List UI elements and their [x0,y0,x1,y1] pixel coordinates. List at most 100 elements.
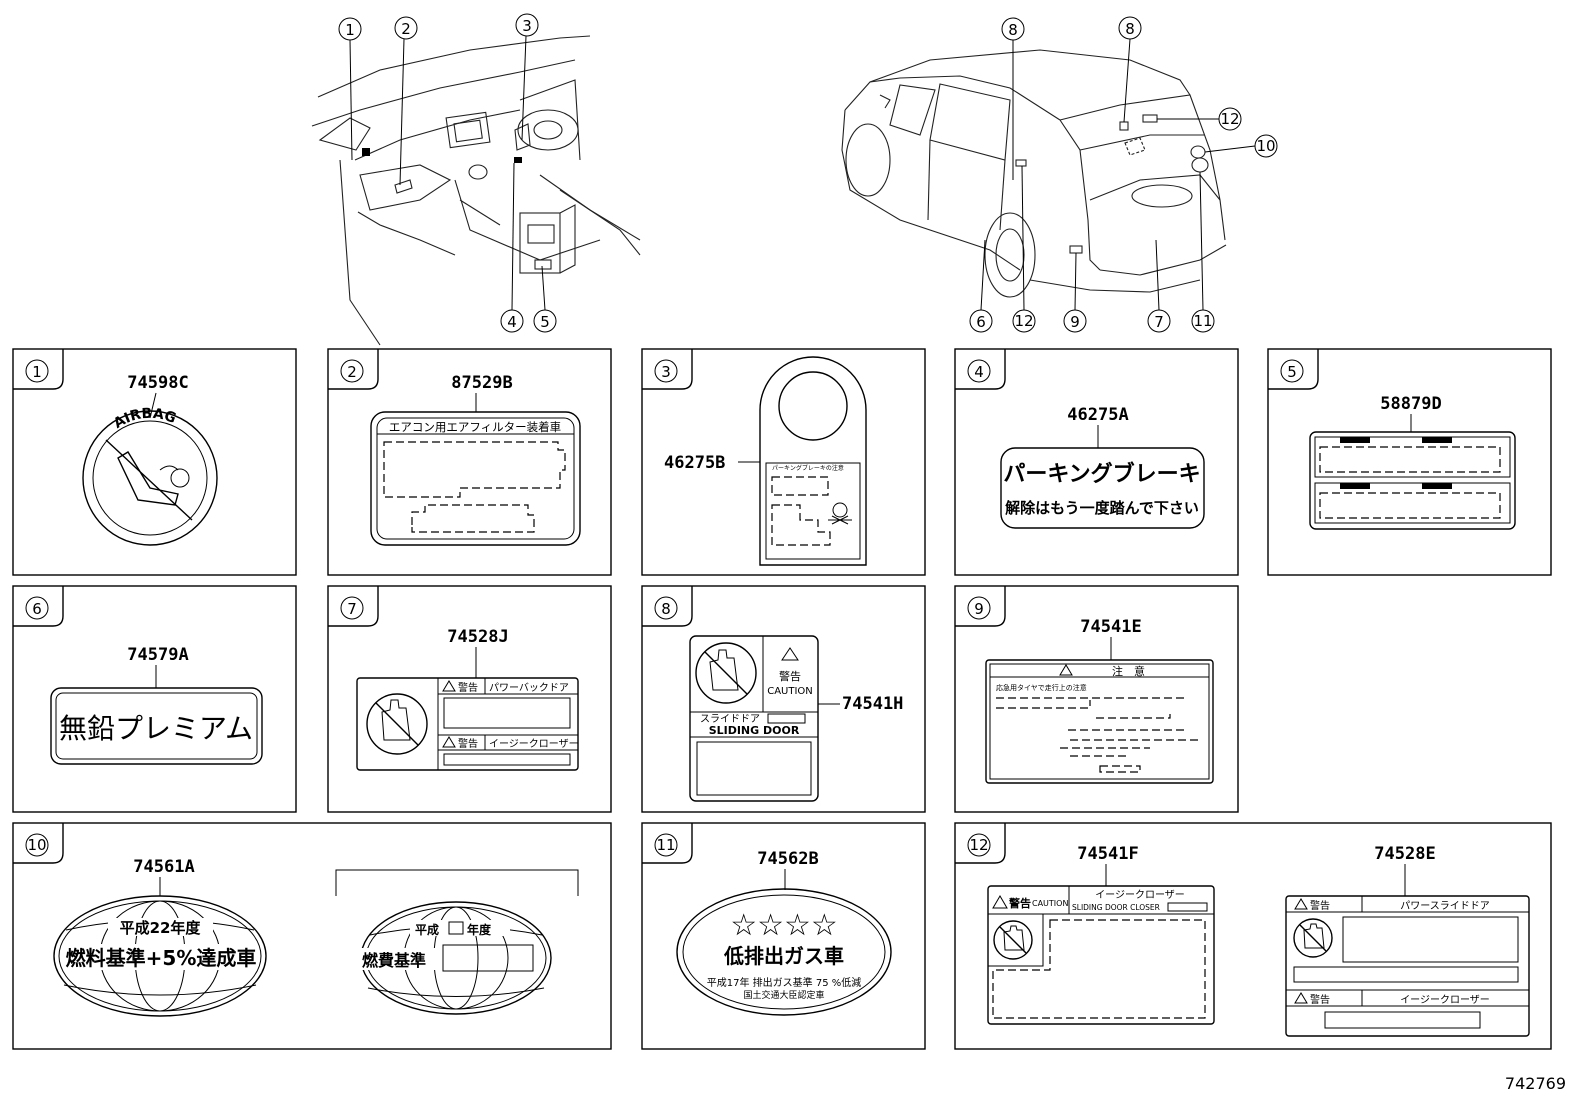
svg-text:74579A: 74579A [127,645,188,665]
panel-7-backdoor-label: 74528J 警告 パワーバックドア 警告 イージークローザー [356,627,579,771]
panel-4-parking-brake-label: 46275A パーキングブレーキ 解除はもう一度踏んで下さい [1000,405,1205,529]
svg-text:AIRBAG: AIRBAG [111,406,178,432]
svg-text:警告: 警告 [458,681,478,694]
svg-text:イージークローザー: イージークローザー [1095,889,1185,901]
panel-6-premium-label: 74579A 無鉛プレミアム [50,645,263,765]
svg-text:74541E: 74541E [1080,617,1141,637]
svg-text:5: 5 [1287,363,1297,381]
svg-text:SLIDING DOOR: SLIDING DOOR [709,724,800,737]
callouts-top-right: 8 8 12 10 6 12 9 7 11 [969,16,1278,333]
svg-text:警告: 警告 [779,669,801,683]
callout-8b: 8 [1118,16,1142,123]
panel-2-filter-label: 87529B エアコン用エアフィルター装着車 [370,373,581,546]
callout-9: 9 [1063,252,1087,333]
panel-tabs: 1 2 3 4 5 6 7 8 9 10 11 12 [13,349,1319,864]
svg-text:イージークローザー: イージークローザー [489,738,579,750]
callout-5: 5 [533,265,557,333]
svg-text:87529B: 87529B [451,373,512,393]
svg-text:4: 4 [507,313,517,331]
svg-text:エアコン用エアフィルター装着車: エアコン用エアフィルター装着車 [389,420,561,434]
panel-3-parking-tag: 46275B パーキングブレーキの注意 [664,356,867,566]
svg-text:パワースライドドア: パワースライドドア [1400,900,1490,912]
callout-12b: 12 [1012,165,1036,333]
svg-text:9: 9 [1070,313,1080,331]
svg-text:パーキングブレーキの注意: パーキングブレーキの注意 [772,464,844,472]
figure-id: 742769 [1504,1074,1566,1093]
svg-text:4: 4 [974,363,984,381]
vehicle-illustration [841,49,1227,298]
panel-9-spare-tire-label: 74541E 注 意 応急用タイヤで走行上の注意 [985,617,1214,784]
svg-text:イージークローザー: イージークローザー [1400,994,1490,1006]
svg-text:74598C: 74598C [127,373,188,393]
callout-1: 1 [338,17,362,161]
svg-text:無鉛プレミアム: 無鉛プレミアム [59,712,253,745]
panel-1-airbag-label: 74598C AIRBAG [82,373,218,546]
svg-text:74541H: 74541H [842,694,903,714]
svg-text:パーキングブレーキ: パーキングブレーキ [1003,461,1200,487]
svg-text:8: 8 [1125,20,1135,38]
svg-text:注 意: 注 意 [1112,664,1145,678]
svg-text:7: 7 [347,600,357,618]
svg-text:3: 3 [522,17,532,35]
svg-text:6: 6 [32,600,42,618]
panel-frames [12,348,1552,1050]
svg-text:パワーバックドア: パワーバックドア [489,682,569,694]
svg-text:スライドドア: スライドドア [700,713,760,725]
svg-text:平成22年度: 平成22年度 [120,919,202,937]
svg-text:8: 8 [1008,21,1018,39]
callout-4: 4 [500,162,524,333]
svg-text:燃料基準+5%達成車: 燃料基準+5%達成車 [66,946,257,970]
svg-text:1: 1 [32,363,42,381]
callout-2: 2 [394,16,418,186]
svg-text:☆☆☆☆: ☆☆☆☆ [730,908,838,943]
svg-text:6: 6 [976,313,986,331]
svg-text:SLIDING DOOR CLOSER: SLIDING DOOR CLOSER [1072,903,1160,912]
panel-8-sliding-door-label: 74541H 警告 CAUTION スライドドア SLIDING DOOR [689,635,903,802]
svg-text:2: 2 [401,20,411,38]
svg-text:国土交通大臣認定車: 国土交通大臣認定車 [743,989,824,1001]
svg-text:9: 9 [974,600,984,618]
svg-text:警告: 警告 [1008,896,1031,910]
svg-text:12: 12 [1220,110,1239,128]
svg-text:CAUTION: CAUTION [1032,899,1068,908]
panel-10-fuel-standard-label: 74561A 平成22年度 燃料基準+5%達成車 平成 年度 燃費基準 [53,857,579,1017]
svg-text:警告: 警告 [1310,993,1330,1006]
svg-text:7: 7 [1154,313,1164,331]
svg-text:CAUTION: CAUTION [767,686,813,697]
svg-text:低排出ガス車: 低排出ガス車 [723,944,844,968]
callout-6: 6 [969,239,993,333]
svg-text:5: 5 [540,313,550,331]
callout-7: 7 [1147,239,1171,333]
svg-text:46275B: 46275B [664,453,725,473]
svg-text:警告: 警告 [1310,899,1330,912]
svg-text:平成: 平成 [415,922,439,937]
svg-text:警告: 警告 [458,737,478,750]
svg-text:74541F: 74541F [1077,844,1138,864]
svg-text:74561A: 74561A [133,857,194,877]
svg-text:12: 12 [969,836,988,854]
svg-text:58879D: 58879D [1380,394,1441,414]
svg-text:8: 8 [661,600,671,618]
svg-text:1: 1 [345,21,355,39]
svg-text:解除はもう一度踏んで下さい: 解除はもう一度踏んで下さい [1005,499,1199,517]
callout-10: 10 [1204,134,1278,158]
svg-text:46275A: 46275A [1067,405,1128,425]
svg-text:3: 3 [661,363,671,381]
svg-text:10: 10 [27,836,46,854]
callout-11: 11 [1191,171,1215,333]
svg-text:燃費基準: 燃費基準 [362,951,426,970]
callout-12a: 12 [1157,107,1242,131]
svg-text:74528E: 74528E [1374,844,1435,864]
svg-text:2: 2 [347,363,357,381]
panel-5-label: 58879D [1309,394,1516,530]
svg-text:11: 11 [656,836,675,854]
svg-text:74562B: 74562B [757,849,818,869]
callout-8a: 8 [1001,17,1025,180]
svg-text:平成17年 排出ガス基準 75 %低減: 平成17年 排出ガス基準 75 %低減 [707,976,862,989]
callout-3: 3 [515,13,539,141]
dashboard-illustration [311,35,641,346]
panel-12-closer-labels: 74541F 警告 CAUTION イージークローザー SLIDING DOOR… [987,844,1530,1037]
panel-11-low-emission-label: 74562B ☆☆☆☆ 低排出ガス車 平成17年 排出ガス基準 75 %低減 国… [676,849,892,1016]
svg-text:年度: 年度 [467,922,492,937]
